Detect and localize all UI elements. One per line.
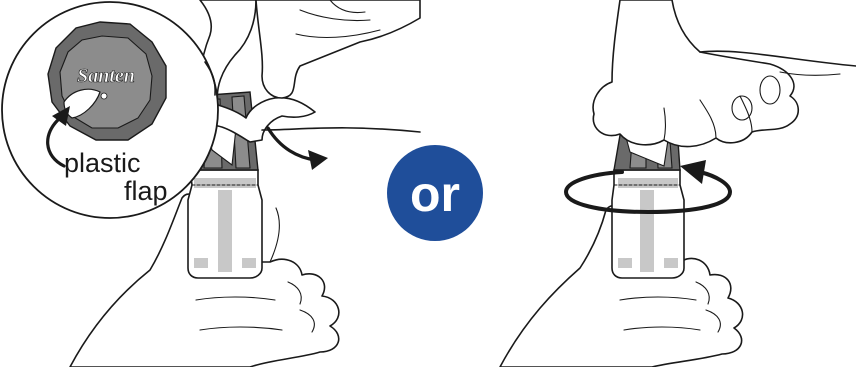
left-panel: Santen plastic flap (2, 0, 420, 367)
left-bottle (188, 170, 262, 278)
or-badge: or (387, 145, 483, 241)
right-upper-hand (593, 0, 856, 147)
plastic-flap-label-line2: flap (124, 176, 168, 206)
or-badge-text: or (410, 166, 460, 222)
cap-closeup-callout: Santen plastic flap (2, 2, 218, 218)
plastic-flap-label-line1: plastic (64, 148, 141, 178)
right-panel (500, 0, 856, 367)
santen-logo: Santen (77, 65, 135, 87)
left-motion-arrow-icon (268, 128, 328, 170)
left-upper-hand (200, 0, 420, 142)
right-bottle (612, 170, 684, 278)
